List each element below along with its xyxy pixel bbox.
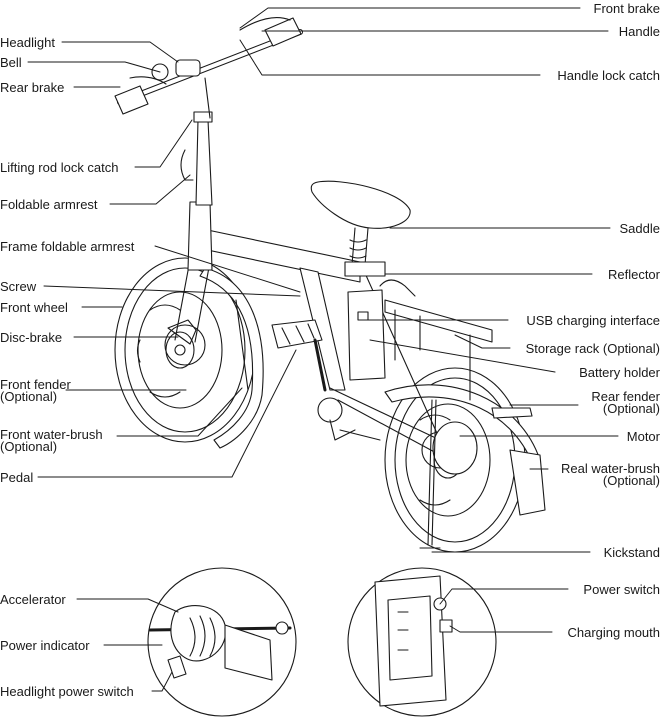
label-front-water-brush: Front water-brush (Optional): [0, 427, 103, 454]
label-foldable-armrest: Foldable armrest: [0, 197, 98, 212]
label-headlight: Headlight: [0, 35, 55, 50]
label-charging-mouth: Charging mouth: [567, 625, 661, 640]
motor-drawing: [432, 421, 478, 475]
detail-circle-switch: [347, 567, 497, 717]
label-front-water-brush-name: Front water-brush: [0, 427, 103, 442]
front-fork: [174, 259, 211, 343]
label-front-fender-name: Front fender: [0, 377, 71, 392]
handlebar-drawing: [114, 17, 303, 206]
label-saddle: Saddle: [619, 221, 660, 236]
leader-lines: [27, 7, 619, 692]
label-front-water-brush-note: (Optional): [0, 439, 58, 454]
label-rear-water-brush-name: Real water-brush: [561, 461, 660, 476]
label-handle-lock-catch: Handle lock catch: [557, 68, 660, 83]
label-rear-water-brush: Real water-brush (Optional): [561, 461, 660, 488]
detail-circle-accelerator: [147, 567, 297, 717]
label-front-brake: Front brake: [593, 1, 660, 16]
label-front-fender: Front fender (Optional): [0, 377, 71, 404]
label-front-fender-note: (Optional): [0, 389, 58, 404]
label-front-wheel: Front wheel: [0, 300, 68, 315]
label-power-switch: Power switch: [583, 582, 660, 597]
label-pedal: Pedal: [0, 470, 34, 485]
label-screw: Screw: [0, 279, 37, 294]
front-wheel-drawing: [114, 257, 256, 443]
pedal-drawing: [271, 319, 381, 441]
label-rear-water-brush-note: (Optional): [602, 473, 660, 488]
kickstand-drawing: [419, 399, 441, 549]
label-reflector: Reflector: [607, 267, 660, 282]
label-kickstand: Kickstand: [603, 545, 660, 560]
battery-rack-drawing: [347, 279, 493, 401]
label-rear-brake: Rear brake: [0, 80, 65, 95]
label-rear-fender: Rear fender (Optional): [591, 389, 660, 416]
rear-fender-drawing: [384, 384, 546, 516]
label-rear-fender-note: (Optional): [602, 401, 660, 416]
front-fender-drawing: [199, 267, 264, 449]
label-handle: Handle: [618, 24, 660, 39]
label-usb-charging-interface: USB charging interface: [526, 313, 660, 328]
label-power-indicator: Power indicator: [0, 638, 90, 653]
label-rear-fender-name: Rear fender: [591, 389, 660, 404]
label-bell: Bell: [0, 55, 22, 70]
saddle-drawing: [310, 180, 411, 277]
frame-drawing: [187, 201, 441, 456]
label-frame-foldable-armrest: Frame foldable armrest: [0, 239, 135, 254]
label-headlight-power-switch: Headlight power switch: [0, 684, 134, 699]
label-motor: Motor: [626, 429, 660, 444]
label-accelerator: Accelerator: [0, 592, 66, 607]
label-lifting-rod-lock-catch: Lifting rod lock catch: [0, 160, 119, 175]
label-battery-holder: Battery holder: [579, 365, 660, 380]
label-disc-brake: Disc-brake: [0, 330, 63, 345]
label-storage-rack: Storage rack (Optional): [525, 341, 660, 356]
